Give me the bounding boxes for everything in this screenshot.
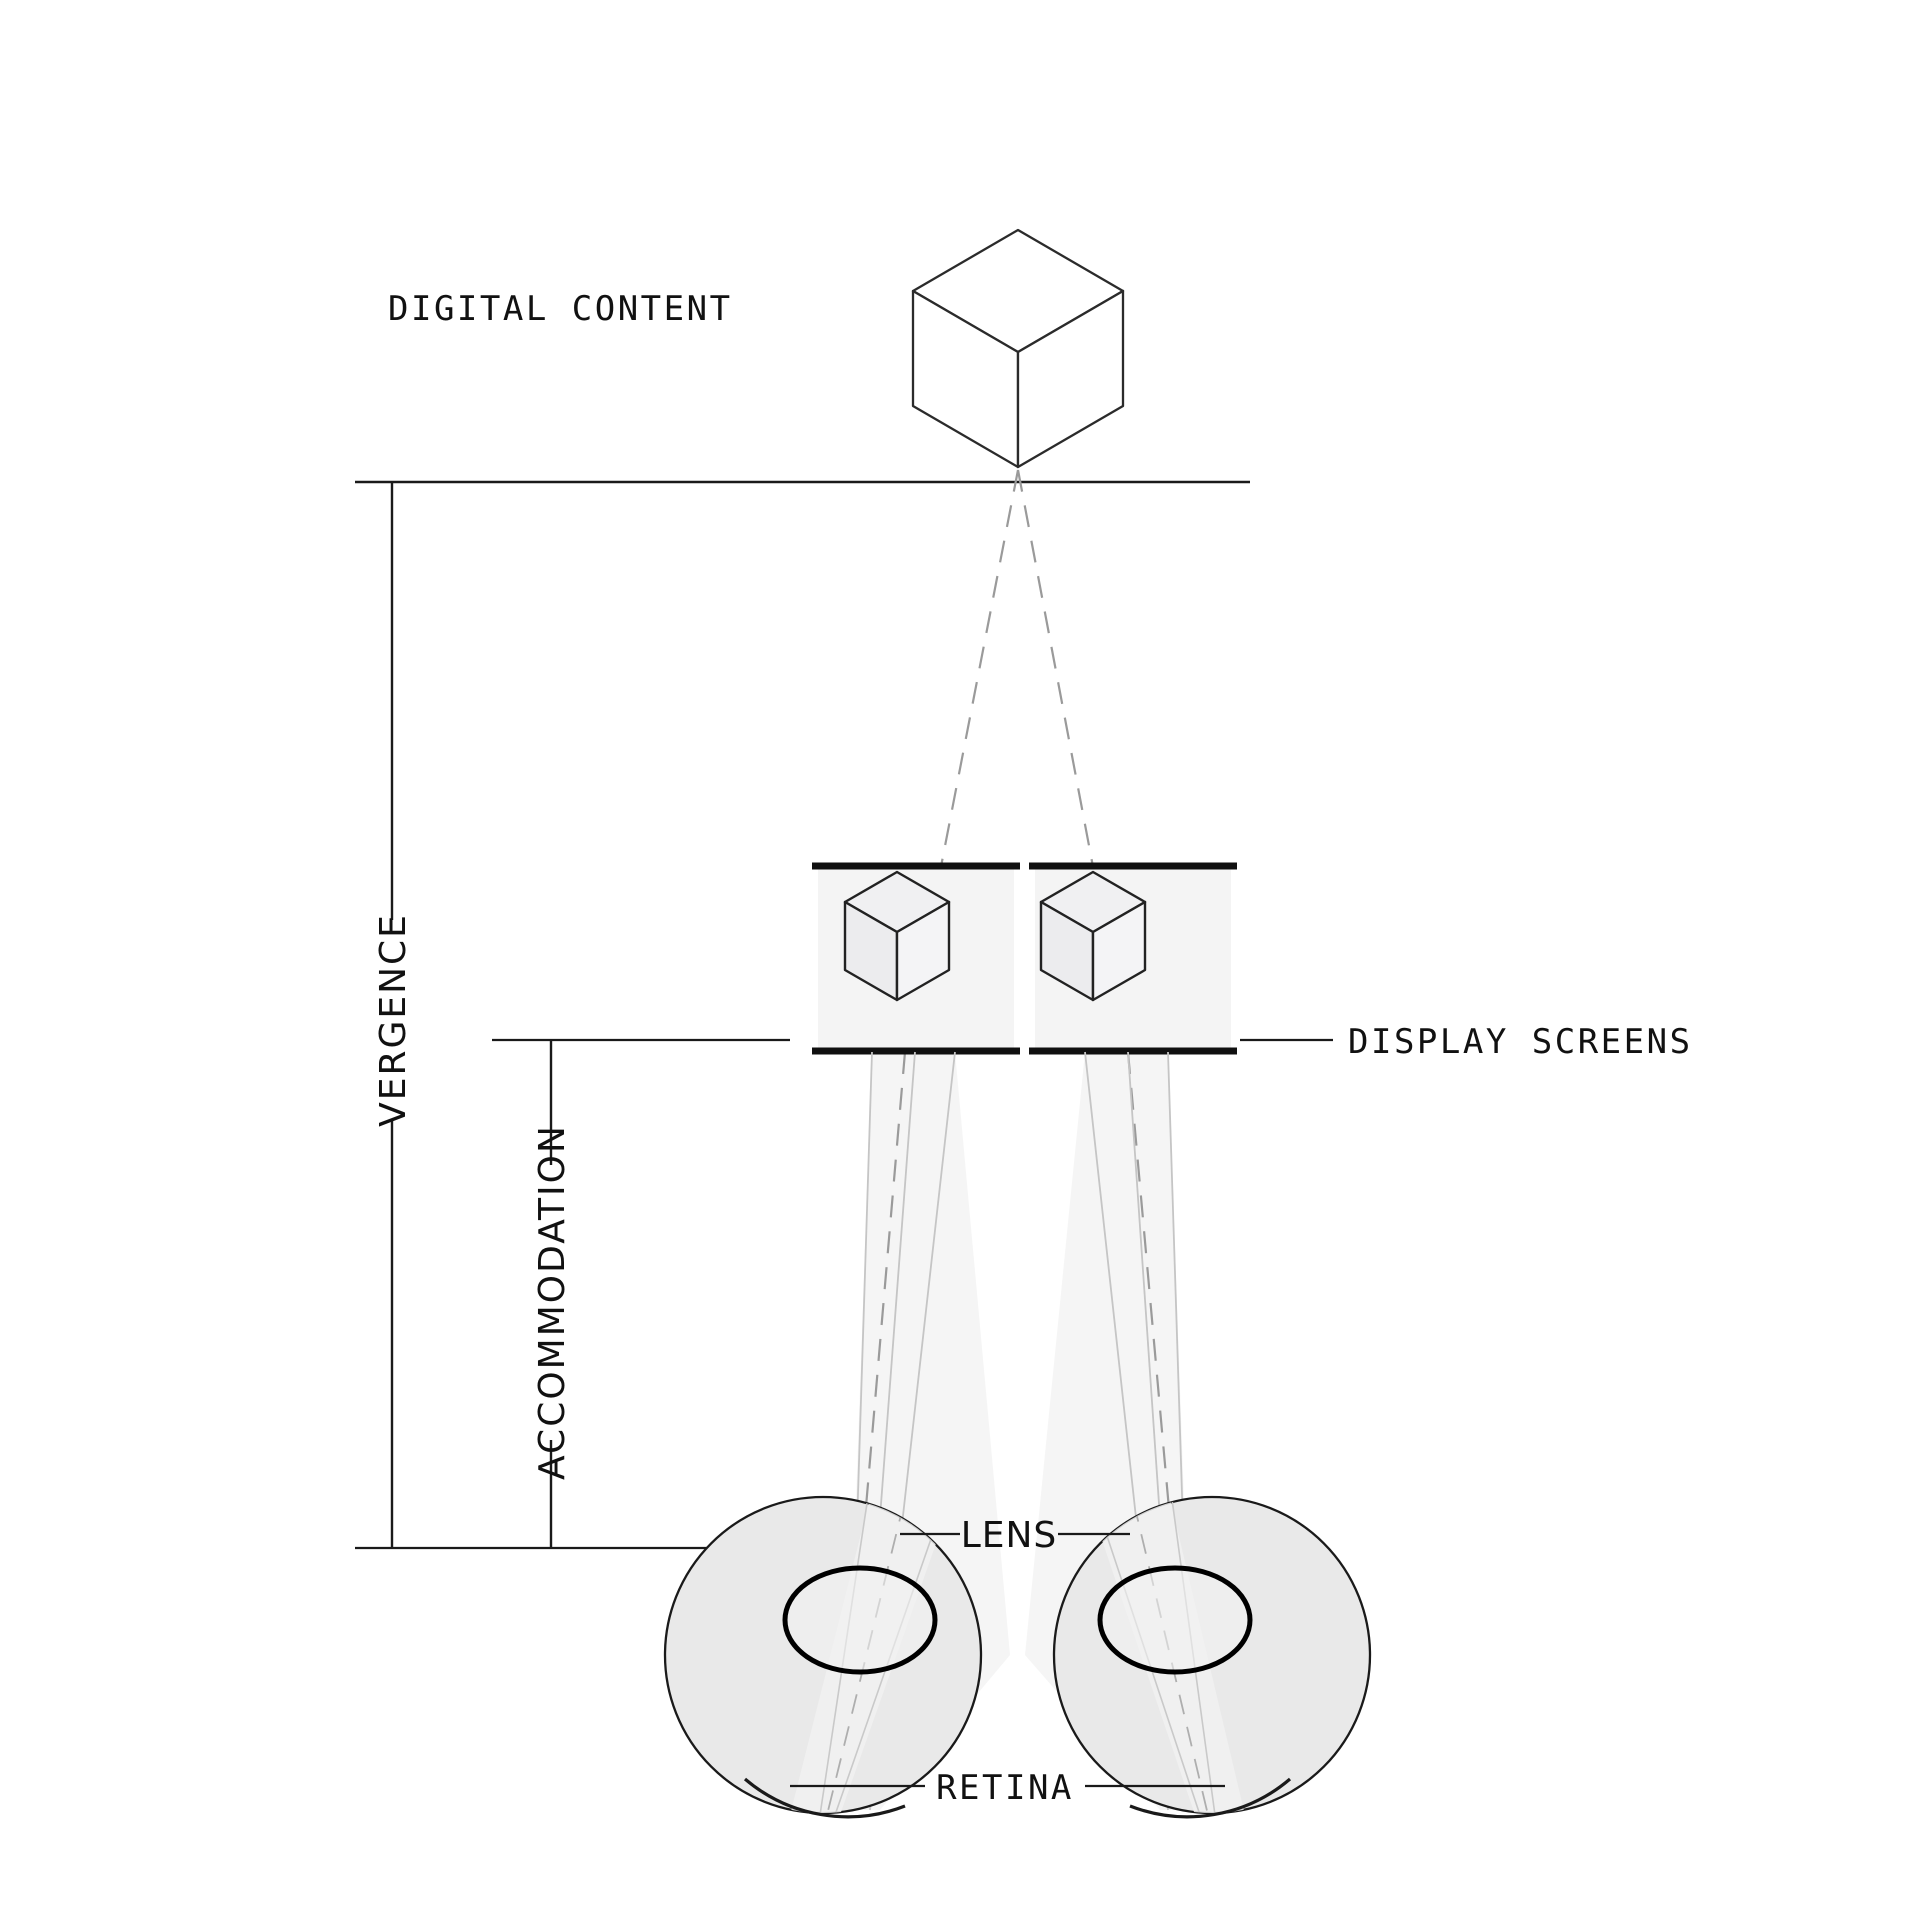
display-screen-right[interactable] [1029,862,1237,1055]
screen-left-cube-group [843,870,951,1002]
screen-right-cube-group [1039,870,1147,1002]
digital-content-cube [911,228,1125,469]
label-retina: RETINA [936,1768,1074,1808]
eye-left[interactable] [663,1470,983,1819]
leader-lines-group [790,1038,1333,1788]
screen-cube-right-face [895,900,951,1002]
screen-right-cube [1039,870,1147,1002]
label-accommodation: ACCOMMODATION [532,1124,573,1480]
eye-right-lens[interactable] [1097,1565,1253,1675]
vergence-ray-left [903,469,1020,1053]
display-screen-left[interactable] [812,862,1020,1055]
screen-left-cube [843,870,951,1002]
label-lens: LENS [961,1515,1058,1556]
label-vergence: VERGENCE [373,913,414,1127]
vergence-ray-right-lower [1126,1051,1198,1811]
cube-right-face [1016,289,1125,469]
vergence-ray-right [1016,469,1130,1053]
reference-lines-group [355,480,1250,1550]
eye-left-retina [743,1777,906,1819]
eye-right-retina [1129,1777,1292,1819]
eye-right[interactable] [1052,1470,1372,1819]
screen-cube-right-face [1091,900,1147,1002]
label-digital-content: DIGITAL CONTENT [388,289,733,329]
eye-left-lens[interactable] [782,1565,938,1675]
label-display-screens: DISPLAY SCREENS [1348,1022,1693,1062]
